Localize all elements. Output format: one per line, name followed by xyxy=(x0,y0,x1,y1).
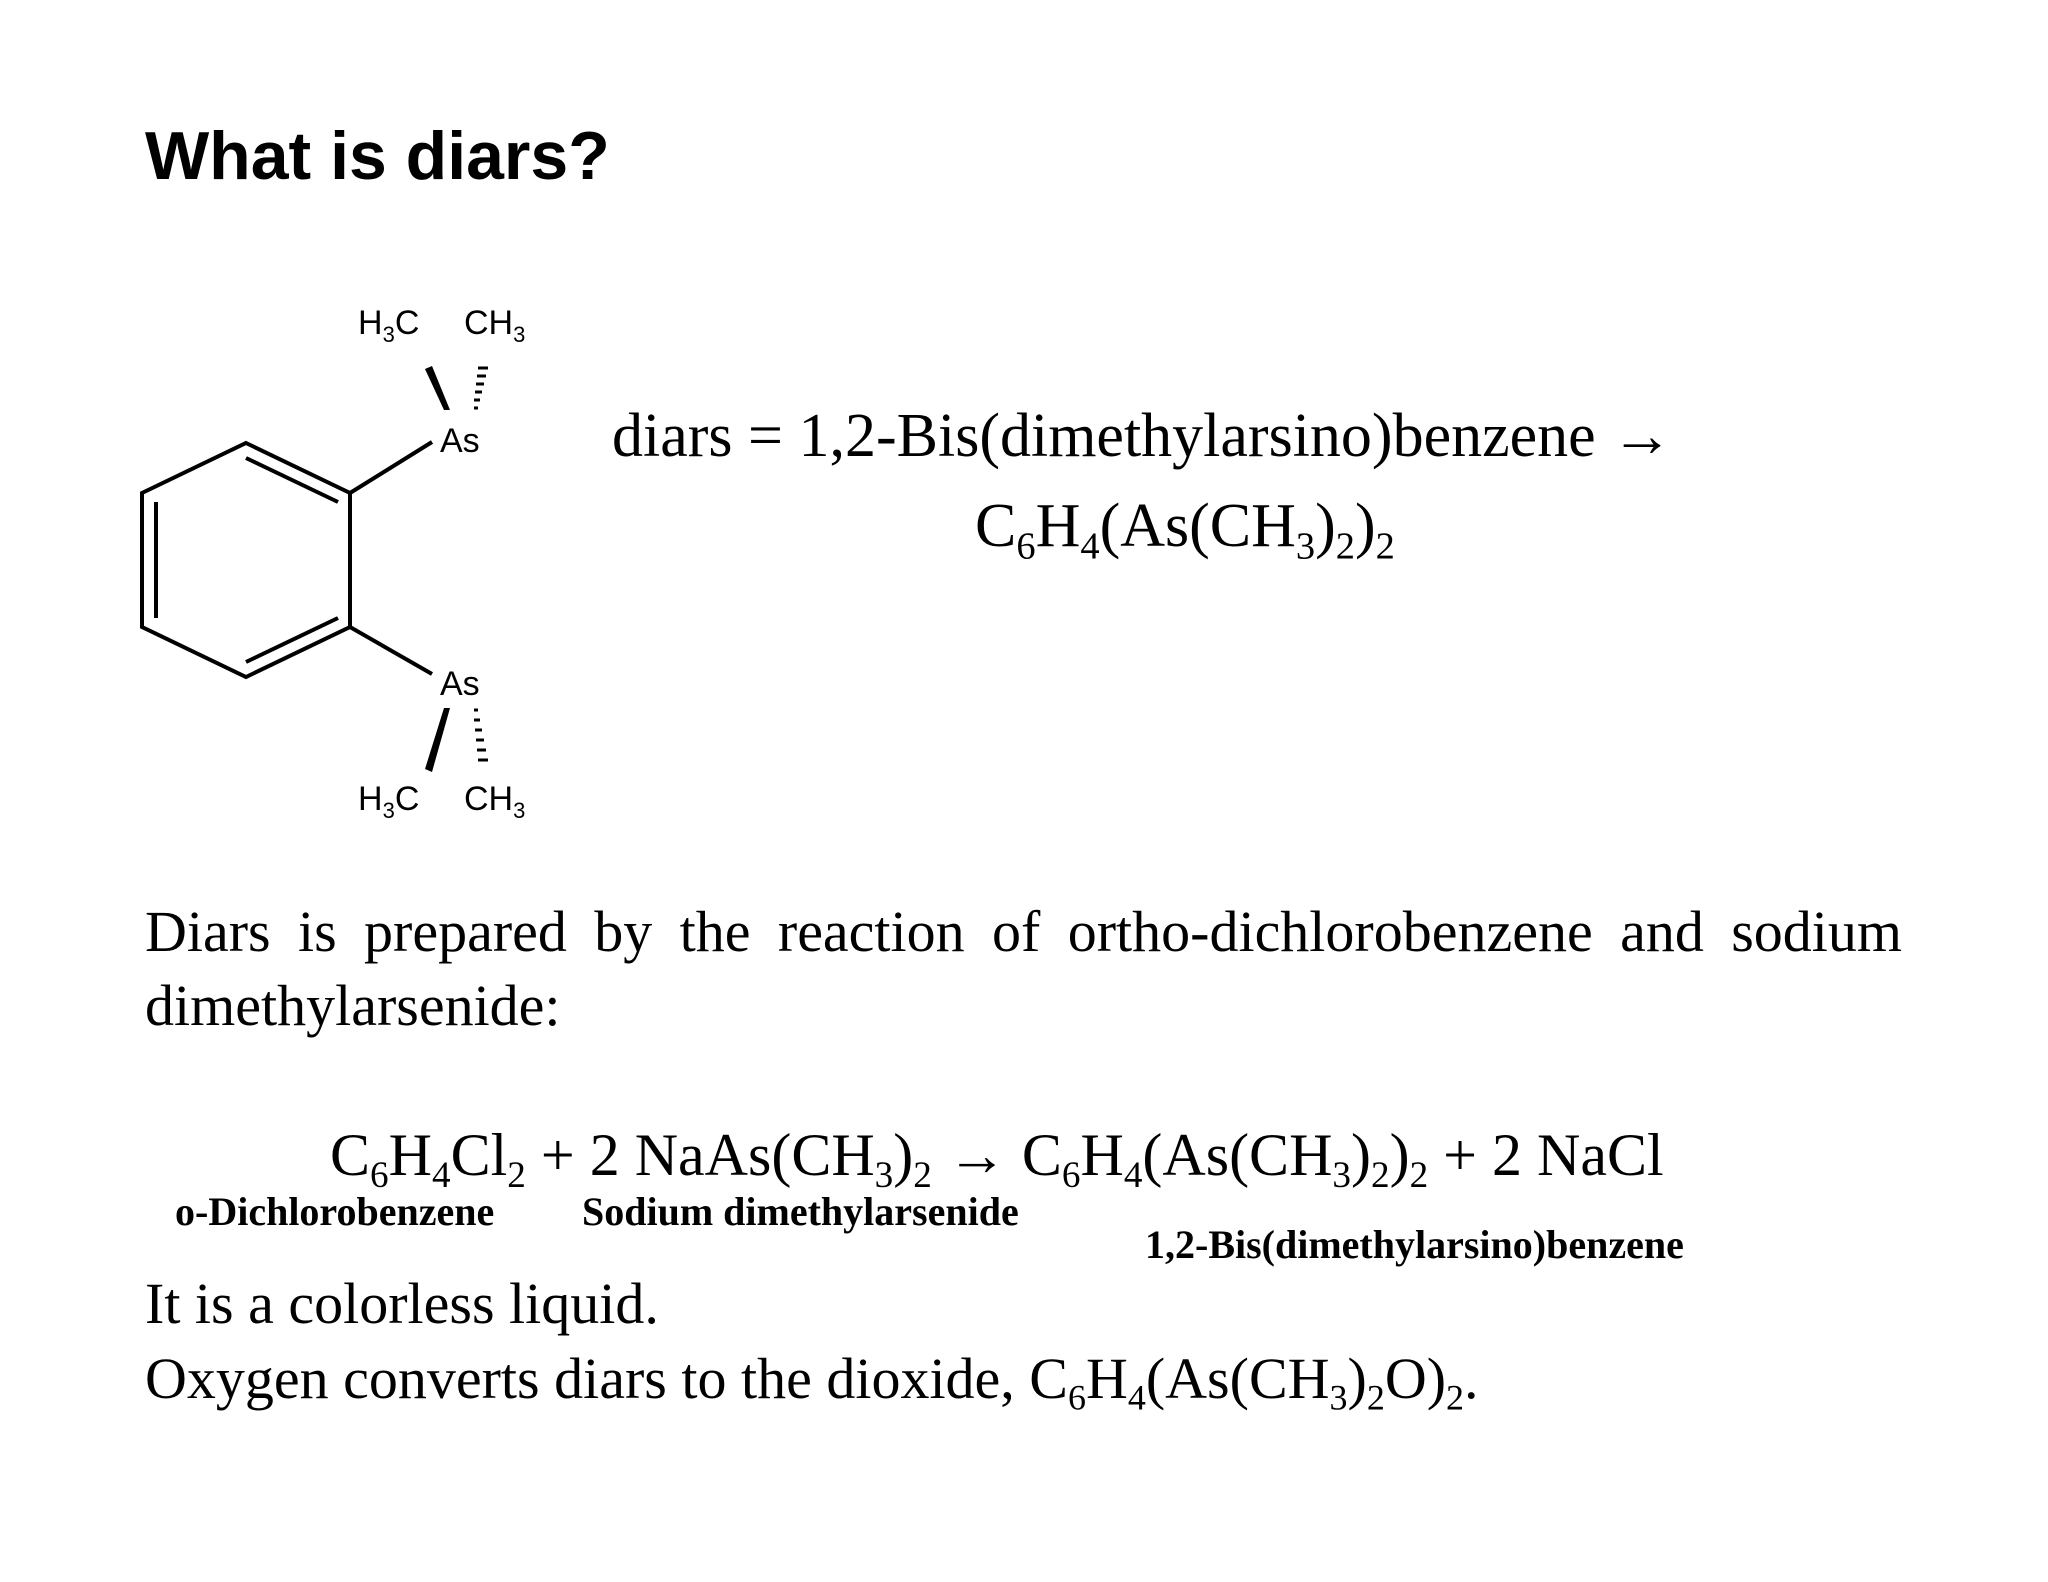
label-bis-dimethylarsino-benzene: 1,2-Bis(dimethylarsino)benzene xyxy=(1145,1222,1684,1267)
bond-top xyxy=(348,440,434,495)
arsenic-atom-top: As xyxy=(440,422,480,460)
hashed-bond-top xyxy=(474,366,488,410)
benzene-ring xyxy=(140,440,352,680)
definition-text: diars = 1,2-Bis(dimethylarsino)benzene → xyxy=(612,402,1674,470)
preparation-paragraph: Diars is prepared by the reaction of ort… xyxy=(145,899,1902,1038)
wedge-bond-top xyxy=(425,366,450,410)
methyl-group-top-right: CH3 xyxy=(464,304,525,347)
reaction-equation: C6H4Cl2 + 2 NaAs(CH3)2 → C6H4(As(CH3)2)2… xyxy=(330,1122,1664,1196)
label-o-dichlorobenzene: o-Dichlorobenzene xyxy=(175,1189,495,1234)
definition-formula: C6H4(As(CH3)2)2 xyxy=(975,492,1395,568)
fact-dioxide: Oxygen converts diars to the dioxide, C6… xyxy=(145,1346,1479,1418)
slide-title: What is diars? xyxy=(145,118,610,194)
diars-structure-diagram: As H3C CH3 As H3C CH3 xyxy=(140,304,525,823)
label-sodium-dimethylarsenide: Sodium dimethylarsenide xyxy=(582,1189,1019,1234)
methyl-group-bottom-right: CH3 xyxy=(464,780,525,823)
fact-colorless-liquid: It is a colorless liquid. xyxy=(145,1271,659,1336)
wedge-bond-bottom xyxy=(425,708,450,772)
arsenic-atom-bottom: As xyxy=(440,665,480,703)
hashed-bond-bottom xyxy=(474,708,488,762)
reaction-arrow: → xyxy=(946,1122,1007,1188)
methyl-group-bottom-left: H3C xyxy=(358,780,419,823)
definition-line: diars = 1,2-Bis(dimethylarsino)benzene → xyxy=(612,405,1673,467)
methyl-group-top-left: H3C xyxy=(358,304,419,347)
bond-bottom xyxy=(349,625,433,676)
